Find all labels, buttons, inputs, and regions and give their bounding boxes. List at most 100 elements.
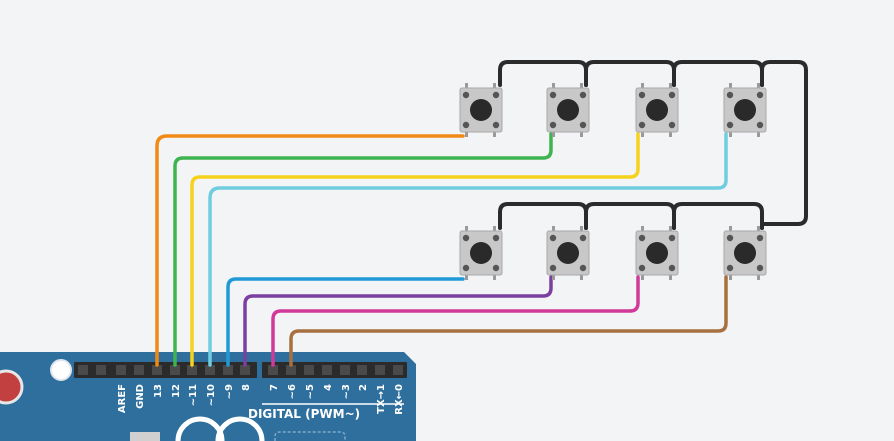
- button-leg: [552, 83, 555, 89]
- button-leg: [552, 131, 555, 137]
- wire-pin-6[interactable]: [289, 275, 728, 367]
- button-2[interactable]: [546, 83, 590, 137]
- button-7[interactable]: [635, 226, 679, 280]
- button-cap[interactable]: [470, 99, 492, 121]
- button-5[interactable]: [459, 226, 503, 280]
- button-cap[interactable]: [734, 99, 756, 121]
- button-corner-dot: [579, 121, 587, 129]
- header-pin[interactable]: [375, 365, 385, 375]
- button-leg: [493, 83, 496, 89]
- button-leg: [729, 274, 732, 280]
- wire-pin-13[interactable]: [155, 134, 465, 367]
- header-pin[interactable]: [286, 365, 296, 375]
- wire-pin-11[interactable]: [190, 132, 640, 367]
- wire-pin-7[interactable]: [271, 275, 640, 367]
- button-leg: [757, 274, 760, 280]
- header-pin[interactable]: [116, 365, 126, 375]
- header-pin[interactable]: [187, 365, 197, 375]
- pin-label: 8: [241, 384, 252, 391]
- ground-wire[interactable]: [672, 202, 764, 230]
- header-pin[interactable]: [134, 365, 144, 375]
- ground-wire[interactable]: [498, 202, 588, 230]
- button-corner-dot: [668, 264, 676, 272]
- button-corner-dot: [462, 91, 470, 99]
- header-pin[interactable]: [223, 365, 233, 375]
- button-corner-dot: [726, 264, 734, 272]
- button-corner-dot: [549, 234, 557, 242]
- pin-label: GND: [135, 384, 146, 409]
- wire-pin-12[interactable]: [173, 132, 553, 367]
- header-pin[interactable]: [152, 365, 162, 375]
- pin-label: TX→1: [376, 384, 387, 414]
- button-corner-dot: [492, 91, 500, 99]
- button-corner-dot: [579, 91, 587, 99]
- button-leg: [641, 226, 644, 232]
- button-corner-dot: [756, 234, 764, 242]
- header-pin[interactable]: [205, 365, 215, 375]
- ground-wire[interactable]: [584, 202, 676, 230]
- button-leg: [669, 131, 672, 137]
- button-corner-dot: [492, 121, 500, 129]
- button-leg: [641, 83, 644, 89]
- pin-label: 4: [323, 384, 334, 391]
- header-pin[interactable]: [268, 365, 278, 375]
- pin-label: 2: [358, 384, 369, 391]
- button-corner-dot: [549, 91, 557, 99]
- ground-wire[interactable]: [498, 60, 588, 87]
- button-cap[interactable]: [470, 242, 492, 264]
- button-leg: [669, 274, 672, 280]
- button-cap[interactable]: [557, 99, 579, 121]
- header-pin[interactable]: [170, 365, 180, 375]
- button-leg: [465, 226, 468, 232]
- header-pin[interactable]: [340, 365, 350, 375]
- button-leg: [580, 274, 583, 280]
- ground-wire[interactable]: [760, 60, 808, 230]
- ground-wires[interactable]: [498, 60, 808, 230]
- header-pin[interactable]: [357, 365, 367, 375]
- ground-wire[interactable]: [584, 60, 676, 87]
- button-leg: [552, 226, 555, 232]
- button-corner-dot: [579, 264, 587, 272]
- signal-wires[interactable]: [155, 132, 728, 367]
- wire-pin-9[interactable]: [226, 277, 465, 367]
- pin-label: ~9: [224, 384, 235, 399]
- pin-label: ~10: [206, 384, 217, 406]
- button-6[interactable]: [546, 226, 590, 280]
- button-8[interactable]: [723, 226, 767, 280]
- pin-label: RX←0: [394, 384, 405, 415]
- button-corner-dot: [549, 264, 557, 272]
- header-pin[interactable]: [393, 365, 403, 375]
- board-outline-mark: [274, 431, 346, 441]
- button-leg: [465, 83, 468, 89]
- pin-label: 7: [269, 384, 280, 391]
- pin-label: 13: [153, 384, 164, 398]
- button-leg: [580, 131, 583, 137]
- header-pin[interactable]: [240, 365, 250, 375]
- button-leg: [580, 226, 583, 232]
- digital-label: DIGITAL (PWM~): [248, 407, 360, 421]
- button-cap[interactable]: [646, 99, 668, 121]
- button-leg: [465, 131, 468, 137]
- button-4[interactable]: [723, 83, 767, 137]
- header-pin[interactable]: [96, 365, 106, 375]
- button-corner-dot: [638, 121, 646, 129]
- ground-wire[interactable]: [672, 60, 764, 87]
- button-cap[interactable]: [646, 242, 668, 264]
- header-pin[interactable]: [78, 365, 88, 375]
- reset-button[interactable]: [0, 369, 24, 405]
- button-cap[interactable]: [557, 242, 579, 264]
- header-pin[interactable]: [304, 365, 314, 375]
- wire-pin-10[interactable]: [208, 132, 728, 367]
- header-pin[interactable]: [322, 365, 332, 375]
- button-1[interactable]: [459, 83, 503, 137]
- button-cap[interactable]: [734, 242, 756, 264]
- board-chip: [130, 432, 160, 441]
- push-buttons[interactable]: [459, 83, 767, 280]
- button-leg: [493, 274, 496, 280]
- button-3[interactable]: [635, 83, 679, 137]
- header-pins-right: [268, 365, 403, 375]
- wire-pin-8[interactable]: [243, 275, 553, 367]
